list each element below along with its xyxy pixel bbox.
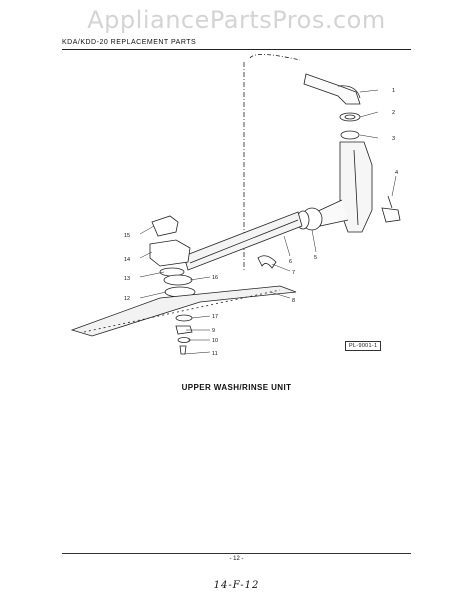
part-bearing-ring <box>340 130 360 140</box>
callout-2: 2 <box>392 110 395 116</box>
callout-3: 3 <box>392 136 395 142</box>
part-manifold-head <box>151 215 179 237</box>
header-rule <box>62 49 411 50</box>
part-nozzle <box>381 207 401 223</box>
callout-16: 16 <box>212 275 218 281</box>
page-header: KDA/KDD-20 REPLACEMENT PARTS <box>62 39 197 46</box>
part-spray-housing <box>149 239 191 267</box>
watermark: AppliancePartsPros.com <box>87 6 386 34</box>
part-spray-arm <box>70 285 297 337</box>
callout-14: 14 <box>124 257 130 263</box>
callout-1: 1 <box>392 88 395 94</box>
diagram-reference-code: PL-9001-1 <box>345 341 382 351</box>
part-clip <box>257 255 277 269</box>
callout-7: 7 <box>292 270 295 276</box>
part-seal-ring <box>339 112 361 122</box>
part-nut <box>175 325 193 335</box>
diagram-caption: UPPER WASH/RINSE UNIT <box>181 383 292 392</box>
callout-6: 6 <box>289 259 292 265</box>
callout-5: 5 <box>314 255 317 261</box>
part-washer <box>175 314 193 322</box>
callout-13: 13 <box>124 276 130 282</box>
callout-11: 11 <box>212 351 218 357</box>
page-number: - 12 - <box>229 556 244 562</box>
callout-12: 12 <box>124 296 130 302</box>
handwritten-note: 14-F-12 <box>213 580 260 591</box>
part-inlet-elbow <box>303 73 361 105</box>
exploded-parts-diagram: 1 2 3 4 5 6 7 8 9 10 11 12 13 14 15 16 1… <box>70 54 401 357</box>
callout-10: 10 <box>212 338 218 344</box>
part-feed-tube <box>183 211 303 271</box>
callout-15: 15 <box>124 233 130 239</box>
callout-17: 17 <box>212 314 218 320</box>
callout-9: 9 <box>212 328 215 334</box>
footer-rule <box>62 553 411 554</box>
callout-8: 8 <box>292 298 295 304</box>
alignment-line <box>249 54 301 61</box>
part-screw <box>179 345 187 355</box>
callout-4: 4 <box>395 170 398 176</box>
